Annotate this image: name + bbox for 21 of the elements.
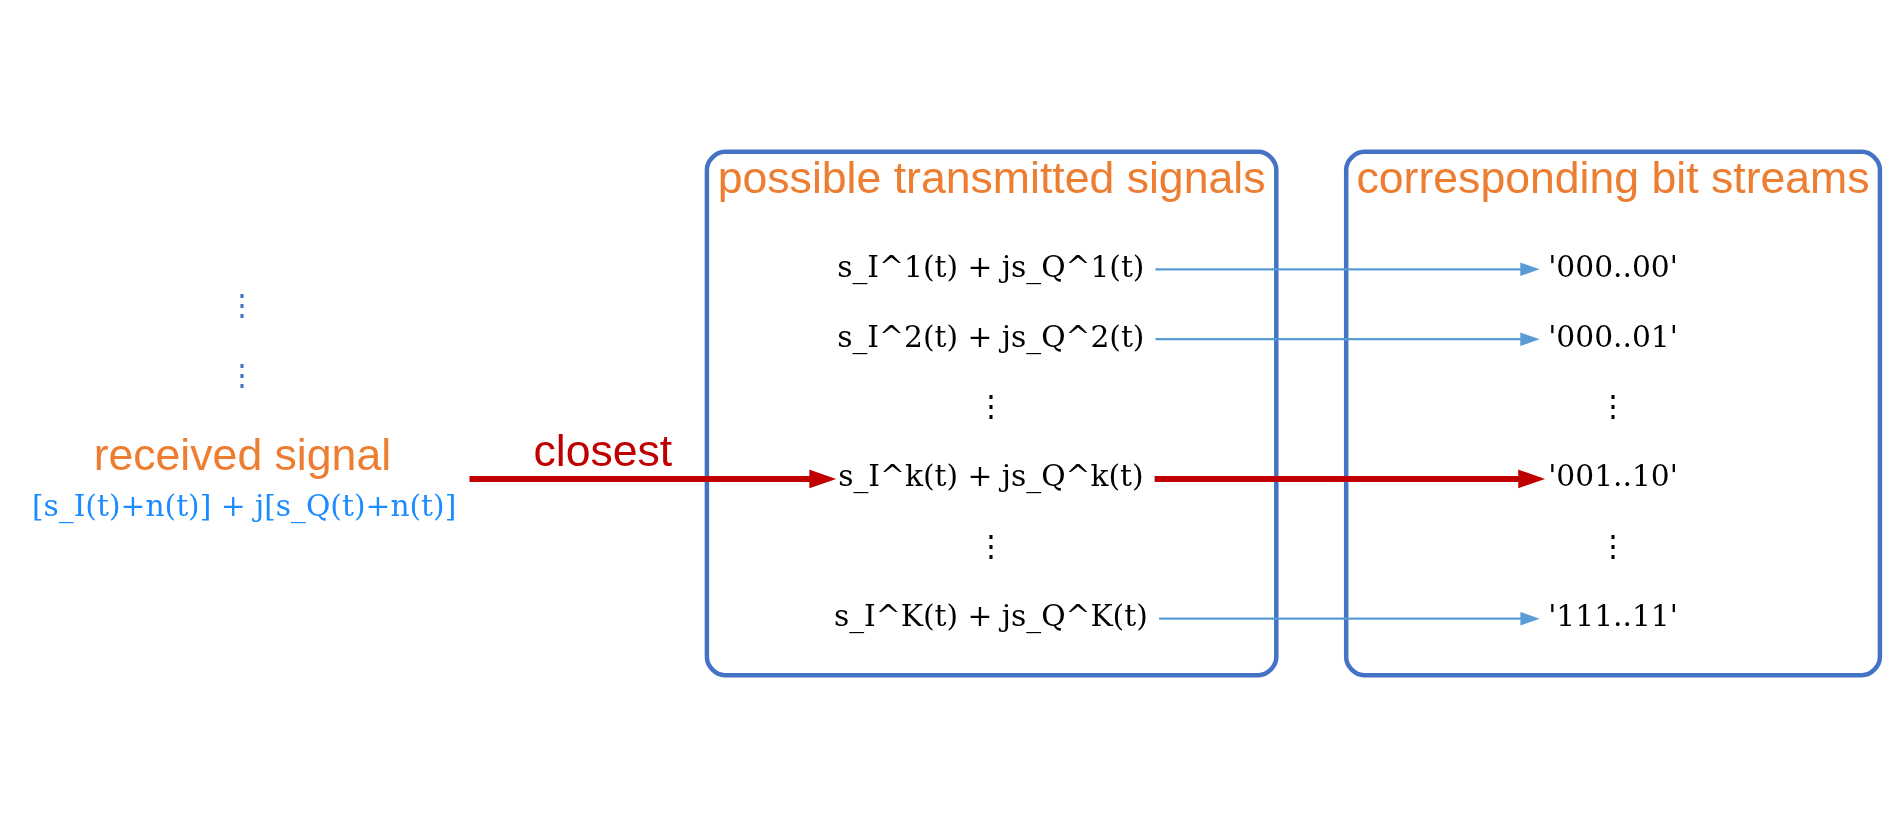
node-text: '000..00' [1548,248,1678,284]
label: ⋮ [226,357,257,393]
node-text: s_I^K(t) + js_Q^K(t) [833,598,1148,634]
node-text: '000..01' [1548,318,1678,354]
node-text: ⋮ [975,528,1006,564]
edge-label: closest [533,425,673,475]
node-text: received signal [s_I(t)+n(t)] + j[s_Q(t)+n(t)] [31,429,457,524]
arrow [1159,611,1540,626]
arrow [1155,262,1540,277]
node-text: ⋮ [1598,528,1629,564]
node-text: ⋮ [1598,388,1629,424]
arrow [1154,469,1546,489]
node-text: s_I^k(t) + js_Q^k(t) [838,458,1144,494]
node-text: '001..10' [1548,458,1678,494]
arrow [469,469,837,489]
node-text: s_I^1(t) + js_Q^1(t) [837,248,1145,284]
label: ⋮ [226,287,257,323]
arrow [1155,332,1540,346]
node-text: s_I^2(t) + js_Q^2(t) [837,318,1145,354]
node-text: ⋮ [975,388,1006,424]
node-text: '111..11' [1548,598,1678,634]
